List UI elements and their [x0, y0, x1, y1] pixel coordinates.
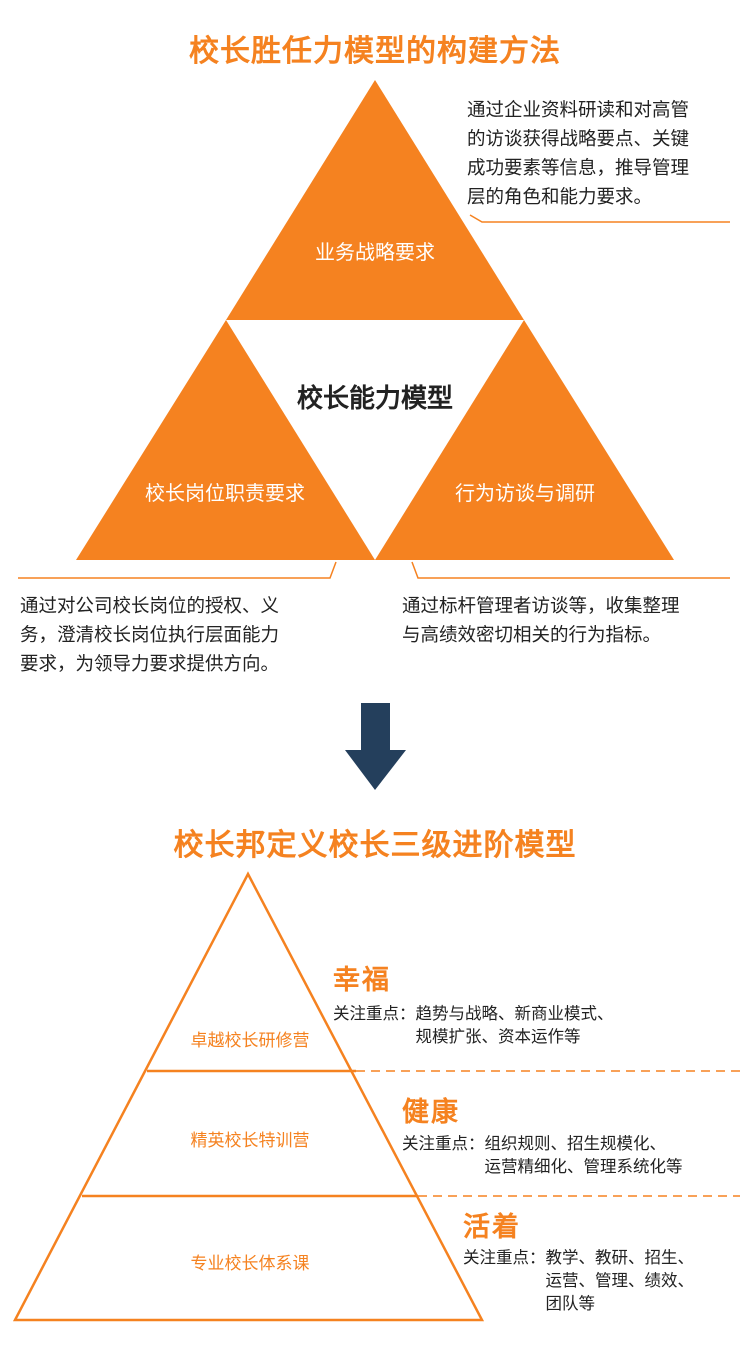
level-name-happiness: 幸福	[333, 965, 391, 996]
center-label: 校长能力模型	[296, 384, 453, 414]
pyramid-layer-top: 卓越校长研修营	[190, 1031, 310, 1051]
pyramid-title: 校长邦定义校长三级进阶模型	[173, 828, 577, 863]
level-focus-happiness: 关注重点：趋势与战略、新商业模式、规模扩张、资本运作等	[333, 1004, 614, 1046]
level-name-survive: 活着	[463, 1212, 521, 1243]
level-name-health: 健康	[402, 1097, 460, 1128]
pyramid-layer-bottom: 专业校长体系课	[190, 1254, 310, 1274]
level-focus-survive: 关注重点：教学、教研、招生、运营、管理、绩效、团队等	[463, 1248, 694, 1313]
left-triangle	[76, 320, 375, 560]
left-triangle-label: 校长岗位职责要求	[145, 481, 305, 505]
down-arrow-icon	[345, 703, 406, 790]
pyramid-layer-middle: 精英校长特训营	[190, 1131, 310, 1151]
right-triangle	[375, 320, 674, 560]
right-connector-line	[411, 561, 730, 579]
top-triangle	[226, 80, 524, 320]
top-triangle-label: 业务战略要求	[315, 240, 435, 264]
left-description: 通过对公司校长岗位的授权、义 务，澄清校长岗位执行层面能力 要求，为领导力要求提…	[20, 596, 280, 675]
level-focus-health: 关注重点：组织规则、招生规模化、运营精细化、管理系统化等	[402, 1134, 683, 1176]
right-description: 通过标杆管理者访谈等，收集整理 与高绩效密切相关的行为指标。	[402, 596, 680, 646]
top-connector-line	[469, 214, 730, 223]
left-connector-line	[18, 561, 337, 579]
top-description: 通过企业资料研读和对高管 的访谈获得战略要点、关键 成功要素等信息，推导管理 层…	[467, 100, 690, 208]
pyramid-outline	[12, 871, 485, 1322]
competency-title: 校长胜任力模型的构建方法	[189, 34, 561, 69]
right-triangle-label: 行为访谈与调研	[455, 481, 595, 505]
